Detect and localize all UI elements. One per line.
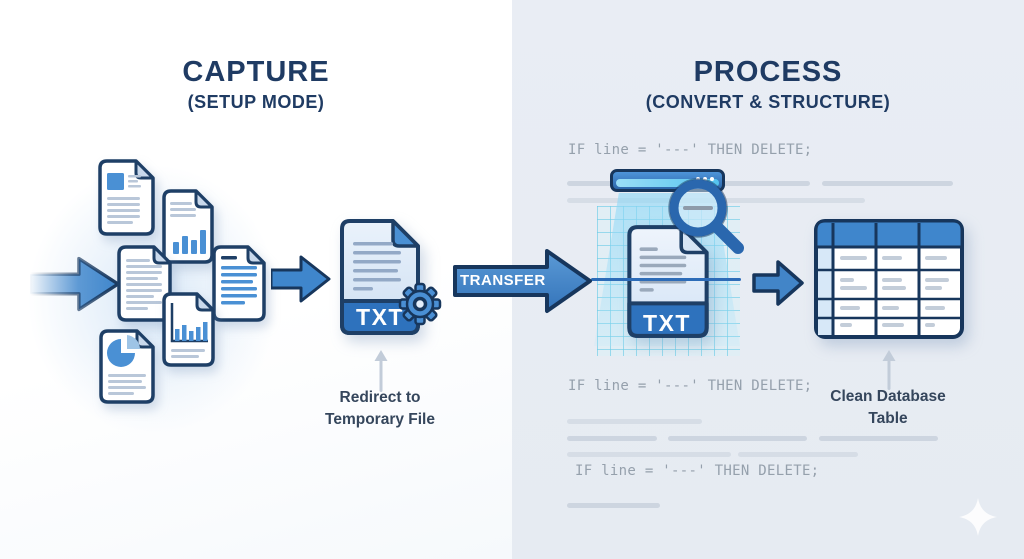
code-line-3: IF line = '---' THEN DELETE; <box>575 463 820 479</box>
redirect-caption-line1: Redirect to <box>339 389 421 406</box>
gear-icon <box>398 282 442 326</box>
redirect-caption-line2: Temporary File <box>325 410 435 428</box>
code-line-1: IF line = '---' THEN DELETE; <box>568 142 813 158</box>
scanner-stripe <box>616 179 719 187</box>
redirect-caption: Redirect to Temporary File <box>295 387 465 430</box>
scanner-dot <box>710 177 714 181</box>
table-caption-line2: Table <box>868 409 908 427</box>
capture-heading: CAPTURE (SETUP MODE) <box>66 56 446 113</box>
capture-txt-file-label: TXT <box>356 304 404 330</box>
database-table-icon <box>814 219 964 339</box>
placeholder-line <box>567 419 702 424</box>
process-subtitle: (CONVERT & STRUCTURE) <box>645 92 891 112</box>
code-line-2: IF line = '---' THEN DELETE; <box>568 378 813 394</box>
input-arrow-icon <box>30 256 120 312</box>
merge-arrow-icon <box>271 255 331 303</box>
process-txt-file-label: TXT <box>643 310 691 336</box>
scan-line <box>591 278 741 281</box>
capture-connector-arrow-icon <box>374 350 388 392</box>
result-arrow-icon <box>752 260 804 306</box>
document-image-icon <box>98 159 155 236</box>
document-notes-icon <box>212 245 266 322</box>
scanner-dot <box>703 177 707 181</box>
table-caption: Clean Database Table <box>803 386 973 429</box>
magnifier-icon <box>668 178 744 254</box>
placeholder-line <box>567 452 731 457</box>
process-connector-arrow-icon <box>882 350 896 390</box>
process-heading: PROCESS (CONVERT & STRUCTURE) <box>578 56 958 113</box>
process-txt-file-icon <box>627 225 709 338</box>
process-title: PROCESS <box>693 56 843 88</box>
document-piechart-icon <box>99 329 155 404</box>
table-caption-line1: Clean Database <box>830 388 946 405</box>
capture-title: CAPTURE <box>182 56 330 88</box>
placeholder-line <box>738 452 858 457</box>
capture-panel: CAPTURE (SETUP MODE) <box>0 0 512 559</box>
capture-subtitle: (SETUP MODE) <box>187 92 325 112</box>
sparkle-icon <box>959 498 997 536</box>
transfer-arrow <box>453 249 592 313</box>
placeholder-line <box>668 436 807 441</box>
transfer-arrow-label: TRANSFER <box>460 272 546 289</box>
document-barchart2-icon <box>162 292 215 367</box>
placeholder-line <box>567 503 660 508</box>
placeholder-line <box>567 436 657 441</box>
placeholder-line <box>819 436 938 441</box>
placeholder-line <box>822 181 953 186</box>
